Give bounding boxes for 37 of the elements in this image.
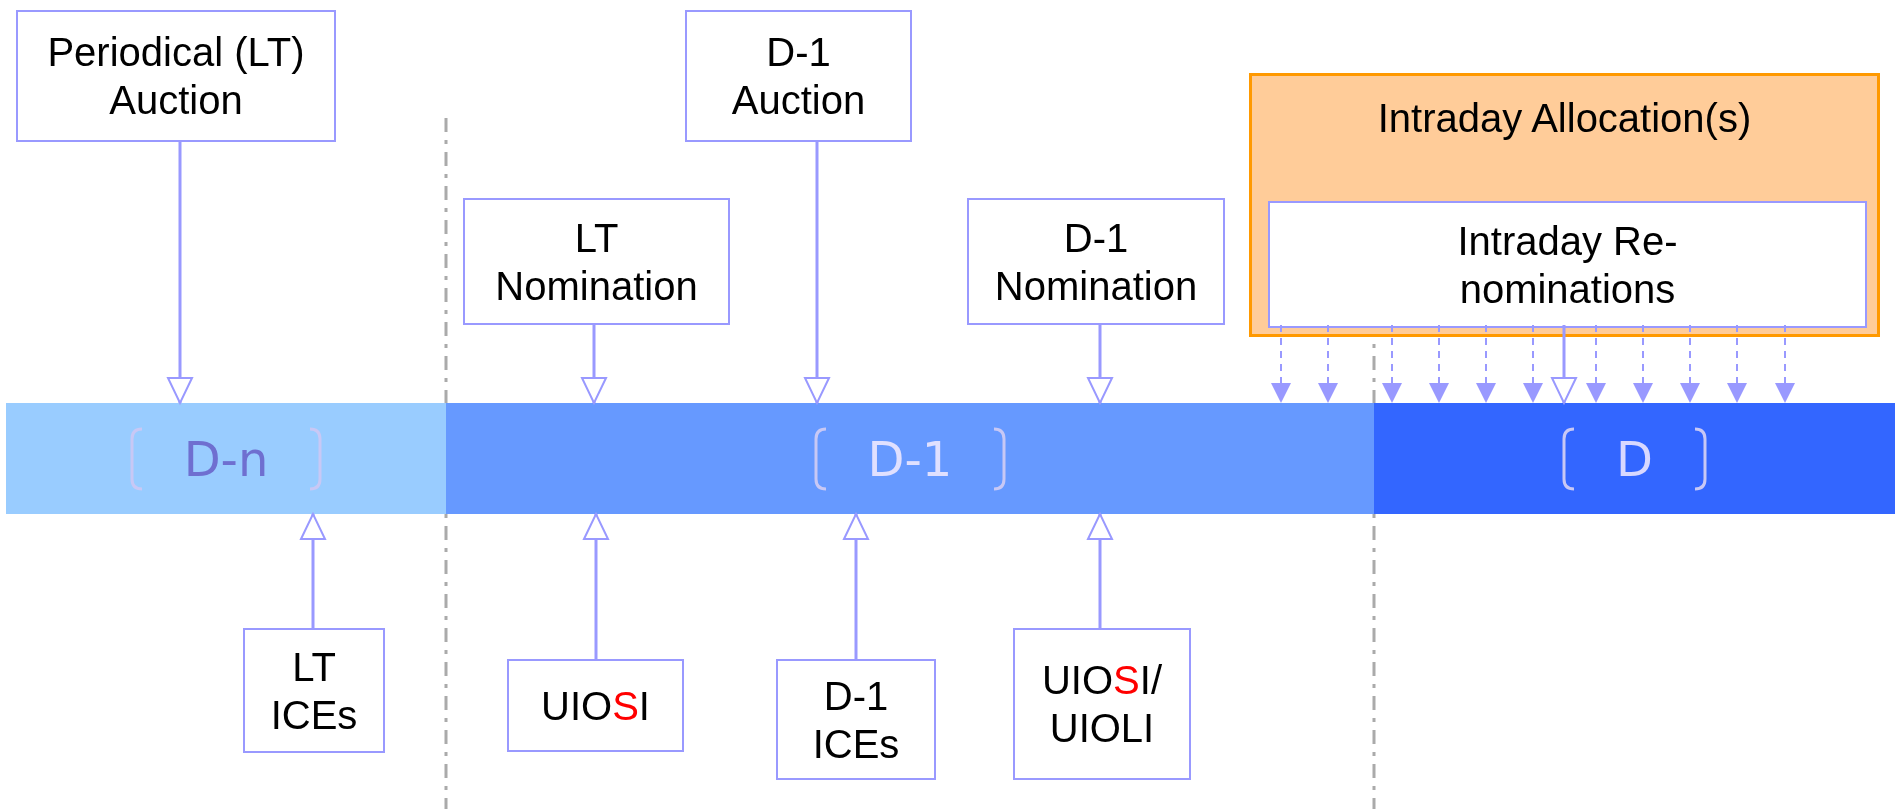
day-label: D-1 [867,430,953,487]
arrow [1271,324,1291,404]
arrow [1476,324,1496,404]
process-box: LT ICEs [243,628,385,753]
arrow [1586,324,1606,404]
arrow [167,142,193,404]
arrow [843,513,869,659]
arrow [804,142,830,404]
day-label: D [1616,430,1653,487]
process-box: UIOSI [507,659,684,752]
arrow [1551,325,1577,404]
group-panel [1249,73,1880,337]
process-box: D-1 Auction [685,10,912,142]
arrow [1633,324,1653,404]
process-box: Periodical (LT) Auction [16,10,336,142]
arrow [1087,325,1113,404]
arrow [1429,324,1449,404]
process-box: LT Nomination [463,198,730,325]
process-box: Intraday Re-nominations [1268,201,1867,328]
timeline-band [6,403,446,514]
group-title: Intraday Allocation(s) [1376,96,1753,141]
arrow [1087,513,1113,628]
day-label: D-n [183,430,269,487]
arrow [1382,324,1402,404]
arrow [1523,324,1543,404]
arrow [300,513,326,628]
arrow [583,513,609,659]
timeline-band [446,403,1374,514]
process-box: D-1 Nomination [967,198,1225,325]
arrow [581,325,607,404]
arrow [1318,324,1338,404]
arrow [1775,324,1795,404]
process-box: D-1 ICEs [776,659,936,780]
arrow [1727,324,1747,404]
process-box: UIOSI/ UIOLI [1013,628,1191,780]
arrow [1680,324,1700,404]
timeline-band [1374,403,1895,514]
